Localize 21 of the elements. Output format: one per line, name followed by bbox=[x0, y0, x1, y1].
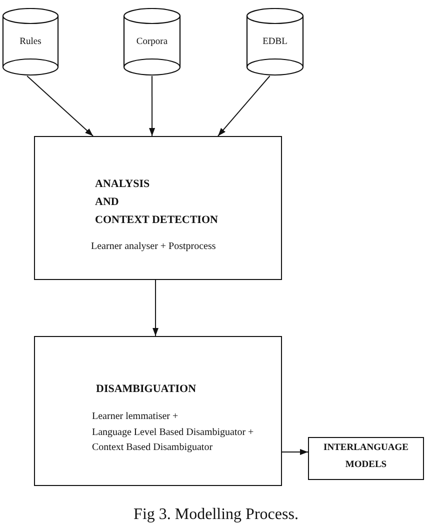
process-box bbox=[34, 336, 282, 486]
box-text: Context Based Disambiguator bbox=[92, 442, 213, 454]
box-text: Learner lemmatiser + bbox=[92, 411, 178, 422]
arrow bbox=[218, 76, 270, 136]
process-box bbox=[34, 136, 282, 280]
arrow bbox=[149, 76, 156, 136]
box-heading: CONTEXT DETECTION bbox=[95, 214, 218, 227]
box-heading: AND bbox=[95, 196, 119, 209]
cylinder-label: EDBL bbox=[262, 37, 288, 48]
box-heading: DISAMBIGUATION bbox=[96, 383, 196, 396]
box-heading: ANALYSIS bbox=[95, 178, 150, 191]
arrow bbox=[152, 280, 159, 336]
box-text: Language Level Based Disambiguator + bbox=[92, 427, 254, 438]
cylinder-label: Corpora bbox=[135, 37, 169, 48]
box-heading: INTERLANGUAGE MODELS bbox=[322, 442, 410, 472]
box-text: Learner analyser + Postprocess bbox=[91, 241, 216, 252]
figure-caption: Fig 3. Modelling Process. bbox=[134, 506, 298, 524]
cylinder-label: Rules bbox=[18, 37, 42, 48]
arrow bbox=[282, 449, 308, 456]
process-box bbox=[308, 437, 424, 480]
arrow bbox=[26, 76, 94, 136]
